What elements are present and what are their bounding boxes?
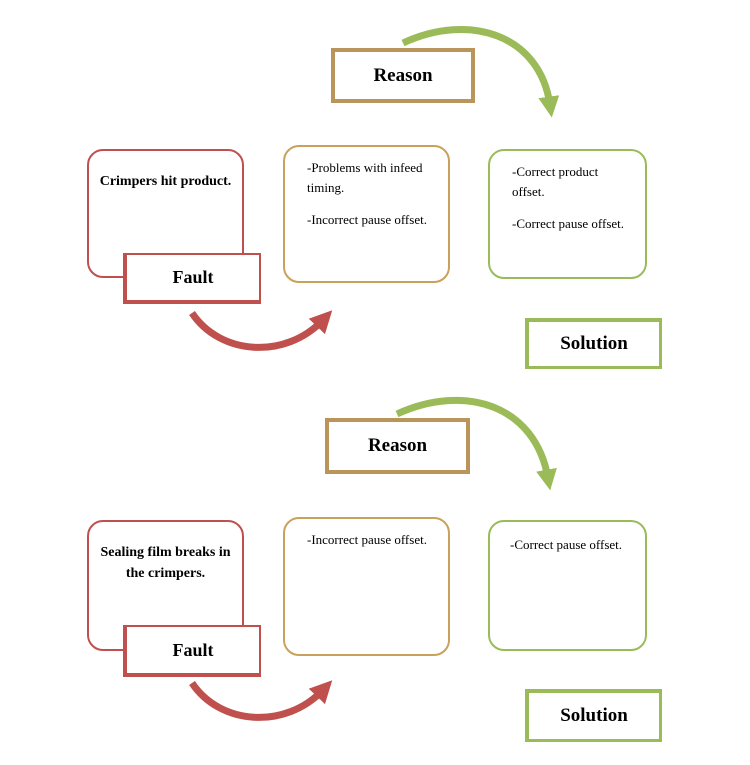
reason-item-1-1: -Problems with infeed timing.: [307, 160, 423, 195]
fault-tag-2: Fault: [123, 625, 261, 677]
solution-item-2-1: -Correct pause offset.: [510, 537, 623, 552]
reason-item-2-1: -Incorrect pause offset.: [307, 532, 427, 547]
solution-tag-2: Solution: [525, 689, 662, 742]
fault-to-reason-arrow-2: [189, 680, 333, 721]
solution-box-1: -Correct product offset. -Correct pause …: [488, 149, 647, 279]
fault-text-2: Sealing film breaks in the crimpers.: [100, 545, 231, 581]
reason-box-2: -Incorrect pause offset.: [283, 517, 450, 656]
reason-box-1: -Problems with infeed timing. -Incorrect…: [283, 145, 450, 283]
solution-box-2: -Correct pause offset.: [488, 520, 647, 651]
solution-tag-1: Solution: [525, 318, 662, 369]
fault-text-1: Crimpers hit product.: [99, 174, 232, 189]
reason-item-1-2: -Incorrect pause offset.: [307, 212, 427, 227]
solution-item-1-1: -Correct product offset.: [512, 164, 599, 199]
reason-tag-1: Reason: [331, 48, 475, 103]
fault-tag-1: Fault: [123, 253, 261, 304]
solution-item-1-2: -Correct pause offset.: [512, 216, 625, 231]
fault-to-reason-arrow-1: [189, 310, 333, 351]
reason-tag-2: Reason: [325, 418, 470, 474]
